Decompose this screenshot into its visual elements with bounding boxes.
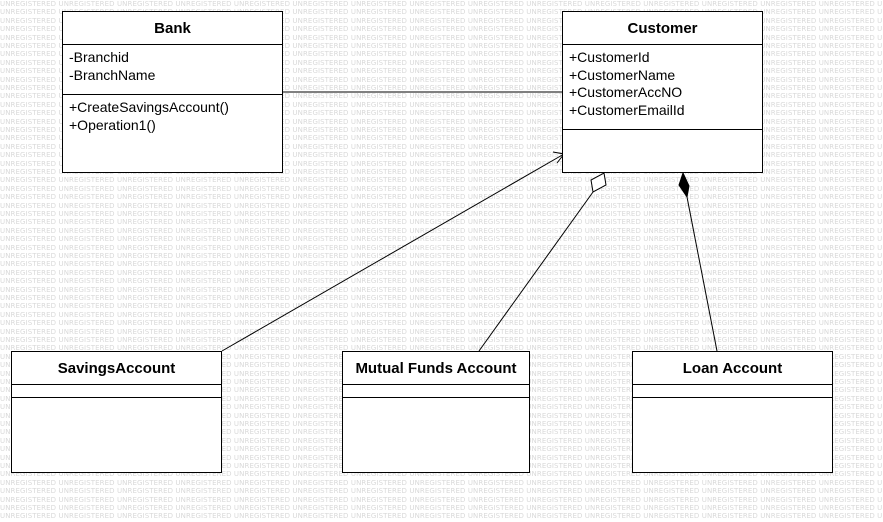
customer-class[interactable]: Customer +CustomerId +CustomerName +Cust… — [562, 11, 763, 173]
association-savings-customer[interactable] — [221, 153, 565, 352]
savings-account-class[interactable]: SavingsAccount — [11, 351, 222, 473]
bank-attribute: -Branchid — [69, 49, 129, 65]
savings-account-attributes — [12, 385, 221, 398]
customer-attribute: +CustomerName — [569, 66, 676, 83]
filled-diamond-icon — [678, 171, 690, 199]
bank-operation: +Operation1() — [69, 116, 156, 133]
mutual-funds-account-class-name: Mutual Funds Account — [343, 352, 529, 385]
savings-account-class-name: SavingsAccount — [12, 352, 221, 385]
aggregation-mutual-customer[interactable] — [478, 191, 594, 352]
composition-loan-customer[interactable] — [686, 196, 718, 352]
loan-account-class-name: Loan Account — [633, 352, 832, 385]
mutual-funds-account-attributes — [343, 385, 529, 398]
hollow-diamond-icon — [590, 172, 607, 193]
customer-attributes: +CustomerId +CustomerName +CustomerAccNO… — [563, 45, 762, 130]
bank-operations: +CreateSavingsAccount() +Operation1() — [63, 95, 282, 134]
loan-account-class[interactable]: Loan Account — [632, 351, 833, 473]
mutual-funds-account-class[interactable]: Mutual Funds Account — [342, 351, 530, 473]
customer-operations — [563, 130, 762, 134]
loan-account-attributes — [633, 385, 832, 398]
customer-attribute: +CustomerAccNO — [569, 84, 683, 100]
bank-class-name: Bank — [63, 12, 282, 45]
bank-attribute: -BranchName — [69, 66, 156, 83]
customer-attribute: +CustomerEmailId — [569, 101, 685, 118]
bank-operation: +CreateSavingsAccount() — [69, 99, 229, 115]
bank-attributes: -Branchid -BranchName — [63, 45, 282, 95]
customer-class-name: Customer — [563, 12, 762, 45]
bank-class[interactable]: Bank -Branchid -BranchName +CreateSaving… — [62, 11, 283, 173]
customer-attribute: +CustomerId — [569, 49, 650, 65]
